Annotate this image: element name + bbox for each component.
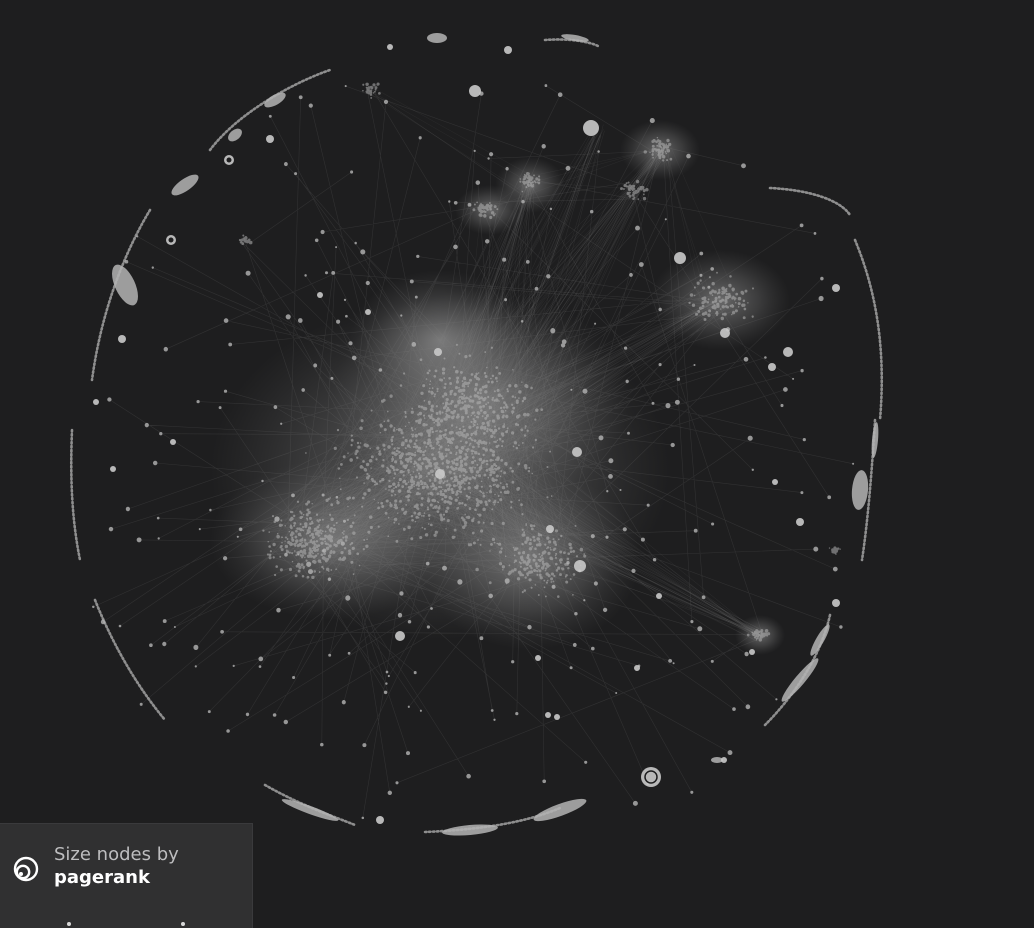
peripheral-component — [427, 33, 447, 43]
peripheral-component — [90, 208, 152, 382]
graph-node-ring — [168, 237, 174, 243]
graph-node — [796, 518, 804, 526]
graph-node — [376, 816, 384, 824]
peripheral-component — [228, 128, 242, 142]
peripheral-component — [264, 92, 286, 108]
graph-node-ring — [226, 157, 232, 163]
graph-node — [434, 348, 442, 356]
legend-size-marker — [181, 922, 185, 926]
cluster-glow — [650, 250, 790, 350]
edge-layer — [93, 84, 854, 818]
edge-bundle — [341, 124, 767, 642]
graph-node — [504, 46, 512, 54]
peripheral-component — [561, 34, 589, 42]
graph-node — [720, 328, 730, 338]
graph-node — [469, 85, 481, 97]
graph-node — [554, 714, 560, 720]
peripheral-component — [263, 783, 357, 827]
peripheral-component — [871, 422, 879, 458]
size-circles-icon — [13, 856, 39, 882]
graph-node — [583, 120, 599, 136]
graph-node — [656, 593, 662, 599]
graph-node — [783, 347, 793, 357]
graph-node — [110, 466, 116, 472]
peripheral-component — [853, 238, 884, 422]
peripheral-component — [781, 658, 819, 702]
peripheral-component — [543, 38, 600, 48]
peripheral-ring-layer — [69, 33, 884, 836]
peripheral-component — [93, 598, 167, 722]
graph-node — [674, 252, 686, 264]
graph-node — [387, 44, 393, 50]
graph-node-ring — [644, 770, 658, 784]
legend-title: Size nodes by — [54, 844, 179, 865]
graph-node — [572, 447, 582, 457]
graph-node — [317, 292, 323, 298]
peripheral-component — [442, 824, 498, 836]
graph-node — [170, 439, 176, 445]
peripheral-component — [851, 470, 869, 510]
legend-size-marker — [67, 922, 71, 926]
cluster-glow — [350, 270, 530, 410]
peripheral-component — [171, 174, 199, 196]
graph-node — [749, 649, 755, 655]
graph-node — [266, 135, 274, 143]
graph-node — [365, 309, 371, 315]
graph-node — [118, 335, 126, 343]
peripheral-component — [69, 428, 82, 562]
graph-node — [641, 767, 661, 787]
legend-metric-pagerank[interactable]: pagerank — [54, 867, 150, 888]
peripheral-component — [768, 186, 852, 217]
peripheral-component — [711, 757, 723, 763]
graph-node — [772, 479, 778, 485]
graph-node — [634, 665, 640, 671]
graph-node — [574, 560, 586, 572]
graph-node — [832, 599, 840, 607]
size-legend-panel[interactable]: Size nodes by pagerank — [0, 823, 253, 928]
peripheral-component — [533, 798, 587, 822]
peripheral-component — [281, 799, 339, 821]
graph-node — [545, 712, 551, 718]
graph-node — [435, 469, 445, 479]
peripheral-component — [112, 264, 138, 306]
graph-node — [721, 757, 727, 763]
graph-node — [546, 525, 554, 533]
graph-node — [395, 631, 405, 641]
graph-node — [535, 655, 541, 661]
peripheral-component — [810, 624, 830, 656]
graph-node — [768, 363, 776, 371]
graph-node — [832, 284, 840, 292]
graph-node — [93, 399, 99, 405]
node-layer — [92, 44, 855, 824]
